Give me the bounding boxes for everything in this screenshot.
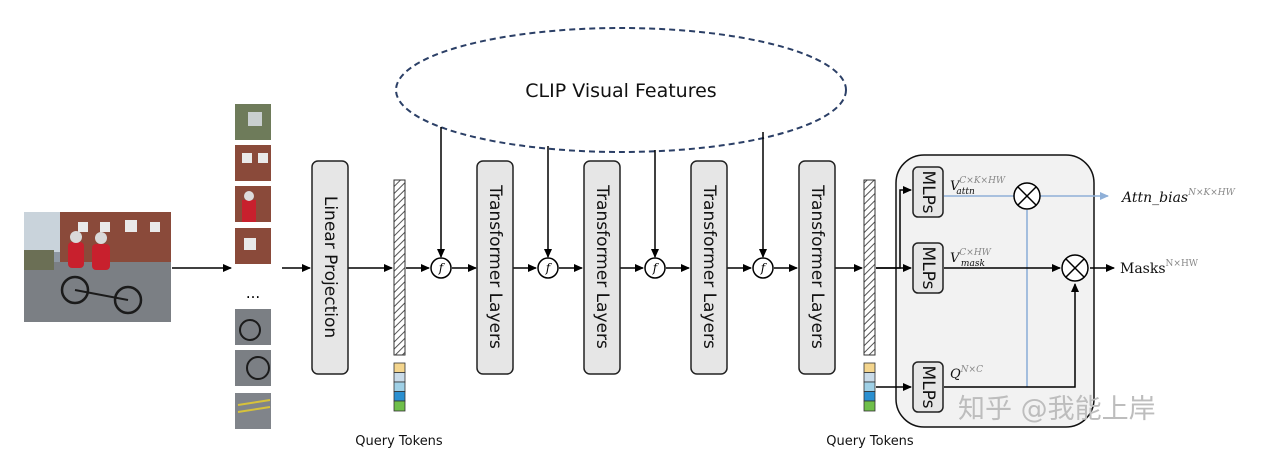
transformer-layers-box xyxy=(690,160,728,375)
multiply-node-mask xyxy=(1061,254,1089,282)
query-token xyxy=(863,362,876,373)
q-label: QN×C xyxy=(950,365,983,382)
mlps-box xyxy=(912,166,944,218)
transformer-layers-label: Transformer Layers xyxy=(699,184,719,349)
transformer-layers-box xyxy=(583,160,621,375)
mlps-label: MLPs xyxy=(918,247,938,290)
query-token xyxy=(863,391,876,402)
query-token xyxy=(863,372,876,383)
patch-tile xyxy=(235,393,271,429)
masks-output-label: MasksN×HW xyxy=(1120,259,1199,277)
multiply-node-attn xyxy=(1013,182,1041,210)
attn-bias-output-label: Attn_biasN×K×HW xyxy=(1120,188,1236,206)
query-tokens-right-label: Query Tokens xyxy=(826,434,914,449)
visual-tokens-column xyxy=(393,179,406,356)
patch-tile xyxy=(235,350,271,386)
mlps-label: MLPs xyxy=(918,366,938,409)
patch-ellipsis: ... xyxy=(246,284,260,302)
query-token xyxy=(393,362,406,373)
transformer-layers-label: Transformer Layers xyxy=(807,184,827,349)
patch-tile xyxy=(235,186,271,222)
linear-projection-box xyxy=(311,160,349,375)
patch-tile xyxy=(235,145,271,181)
transformer-layers-box xyxy=(798,160,836,375)
linear-projection-label: Linear Projection xyxy=(320,196,340,338)
query-tokens-left-stack xyxy=(393,362,406,412)
query-tokens-right-stack xyxy=(863,362,876,412)
svg-text:f: f xyxy=(438,261,446,275)
fusion-node: f xyxy=(752,257,774,279)
query-token xyxy=(393,372,406,383)
transformer-layers-label: Transformer Layers xyxy=(592,184,612,349)
attn-bias-path xyxy=(944,192,1109,387)
mlps-box xyxy=(912,242,944,294)
transformer-layers-label: Transformer Layers xyxy=(485,184,505,349)
clip-features-ellipse xyxy=(395,27,847,153)
svg-text:f: f xyxy=(760,261,768,275)
query-token xyxy=(393,400,406,412)
image-patches: ... xyxy=(235,104,271,429)
input-image xyxy=(24,212,171,322)
query-token xyxy=(393,391,406,402)
patch-tile xyxy=(235,104,271,140)
patch-tile xyxy=(235,228,271,264)
clip-features-label: CLIP Visual Features xyxy=(525,80,716,102)
svg-text:f: f xyxy=(545,261,553,275)
visual-tokens-column xyxy=(863,179,876,356)
mlps-box xyxy=(912,361,944,413)
svg-text:f: f xyxy=(652,261,660,275)
fusion-node: f xyxy=(430,257,452,279)
query-token xyxy=(863,400,876,412)
patch-tile xyxy=(235,309,271,345)
query-token xyxy=(863,381,876,392)
query-tokens-left-label: Query Tokens xyxy=(355,434,443,449)
transformer-layers-box xyxy=(476,160,514,375)
fusion-node: f xyxy=(644,257,666,279)
mask-path xyxy=(944,264,1115,388)
head-input-arrows xyxy=(876,186,912,391)
fusion-node: f xyxy=(537,257,559,279)
watermark: 知乎 @我能上岸 xyxy=(958,394,1156,425)
mlps-label: MLPs xyxy=(918,171,938,214)
query-token xyxy=(393,381,406,392)
head-panel xyxy=(895,154,1095,428)
